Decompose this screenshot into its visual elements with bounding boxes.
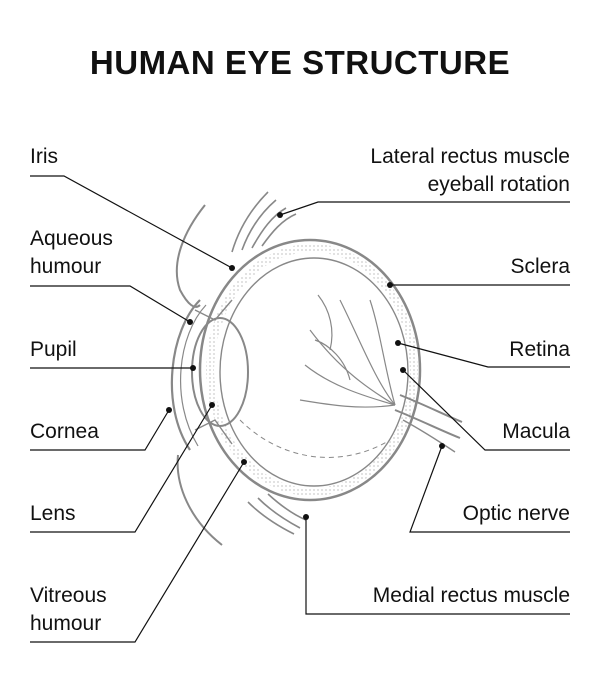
leader-lines xyxy=(30,175,570,643)
vitreous-dash xyxy=(239,419,391,458)
label-iris: Iris xyxy=(30,145,58,168)
label-lens: Lens xyxy=(30,502,76,525)
eye-illustration xyxy=(170,191,463,546)
label-macula: Macula xyxy=(502,420,570,443)
iris-upper xyxy=(194,299,233,321)
leader-iris xyxy=(30,175,233,269)
label-optic-nerve: Optic nerve xyxy=(462,502,570,525)
label-aqueous-humour-line1: Aqueous xyxy=(30,227,113,250)
label-retina: Retina xyxy=(509,338,570,361)
label-lateral-rectus-line2: eyeball rotation xyxy=(427,173,570,196)
label-vitreous-humour-line2: humour xyxy=(30,612,102,635)
label-vitreous-humour-line1: Vitreous xyxy=(30,584,107,607)
leader-retina xyxy=(397,342,570,368)
iris-lower xyxy=(194,419,233,445)
lateral-rectus-muscle xyxy=(231,191,297,253)
cornea xyxy=(170,299,201,451)
lower-eyelid xyxy=(176,454,223,546)
leader-lateral-rectus xyxy=(279,201,570,216)
label-cornea: Cornea xyxy=(30,420,99,443)
optic-nerve xyxy=(394,394,463,453)
retina-inner xyxy=(219,257,409,487)
upper-eyelid xyxy=(175,204,206,308)
blood-vessels xyxy=(299,294,396,408)
leader-macula xyxy=(402,369,570,451)
label-sclera: Sclera xyxy=(510,255,570,278)
label-lateral-rectus-line1: Lateral rectus muscle xyxy=(370,145,570,168)
leader-optic-nerve xyxy=(409,445,570,533)
leader-lens xyxy=(30,404,213,533)
retina-band xyxy=(206,244,418,496)
lens xyxy=(191,317,249,427)
medial-rectus-muscle xyxy=(247,493,307,535)
leader-vitreous-humour xyxy=(30,461,245,643)
cornea-inner xyxy=(180,304,207,447)
label-medial-rectus: Medial rectus muscle xyxy=(372,584,570,607)
leader-medial-rectus xyxy=(305,517,570,615)
label-pupil: Pupil xyxy=(30,338,77,361)
leader-dots xyxy=(166,212,445,520)
label-aqueous-humour-line2: humour xyxy=(30,255,102,278)
diagram-title: HUMAN EYE STRUCTURE xyxy=(89,44,511,81)
leader-cornea xyxy=(30,409,170,451)
leader-aqueous-humour xyxy=(30,285,191,323)
sclera-outer xyxy=(198,238,422,502)
